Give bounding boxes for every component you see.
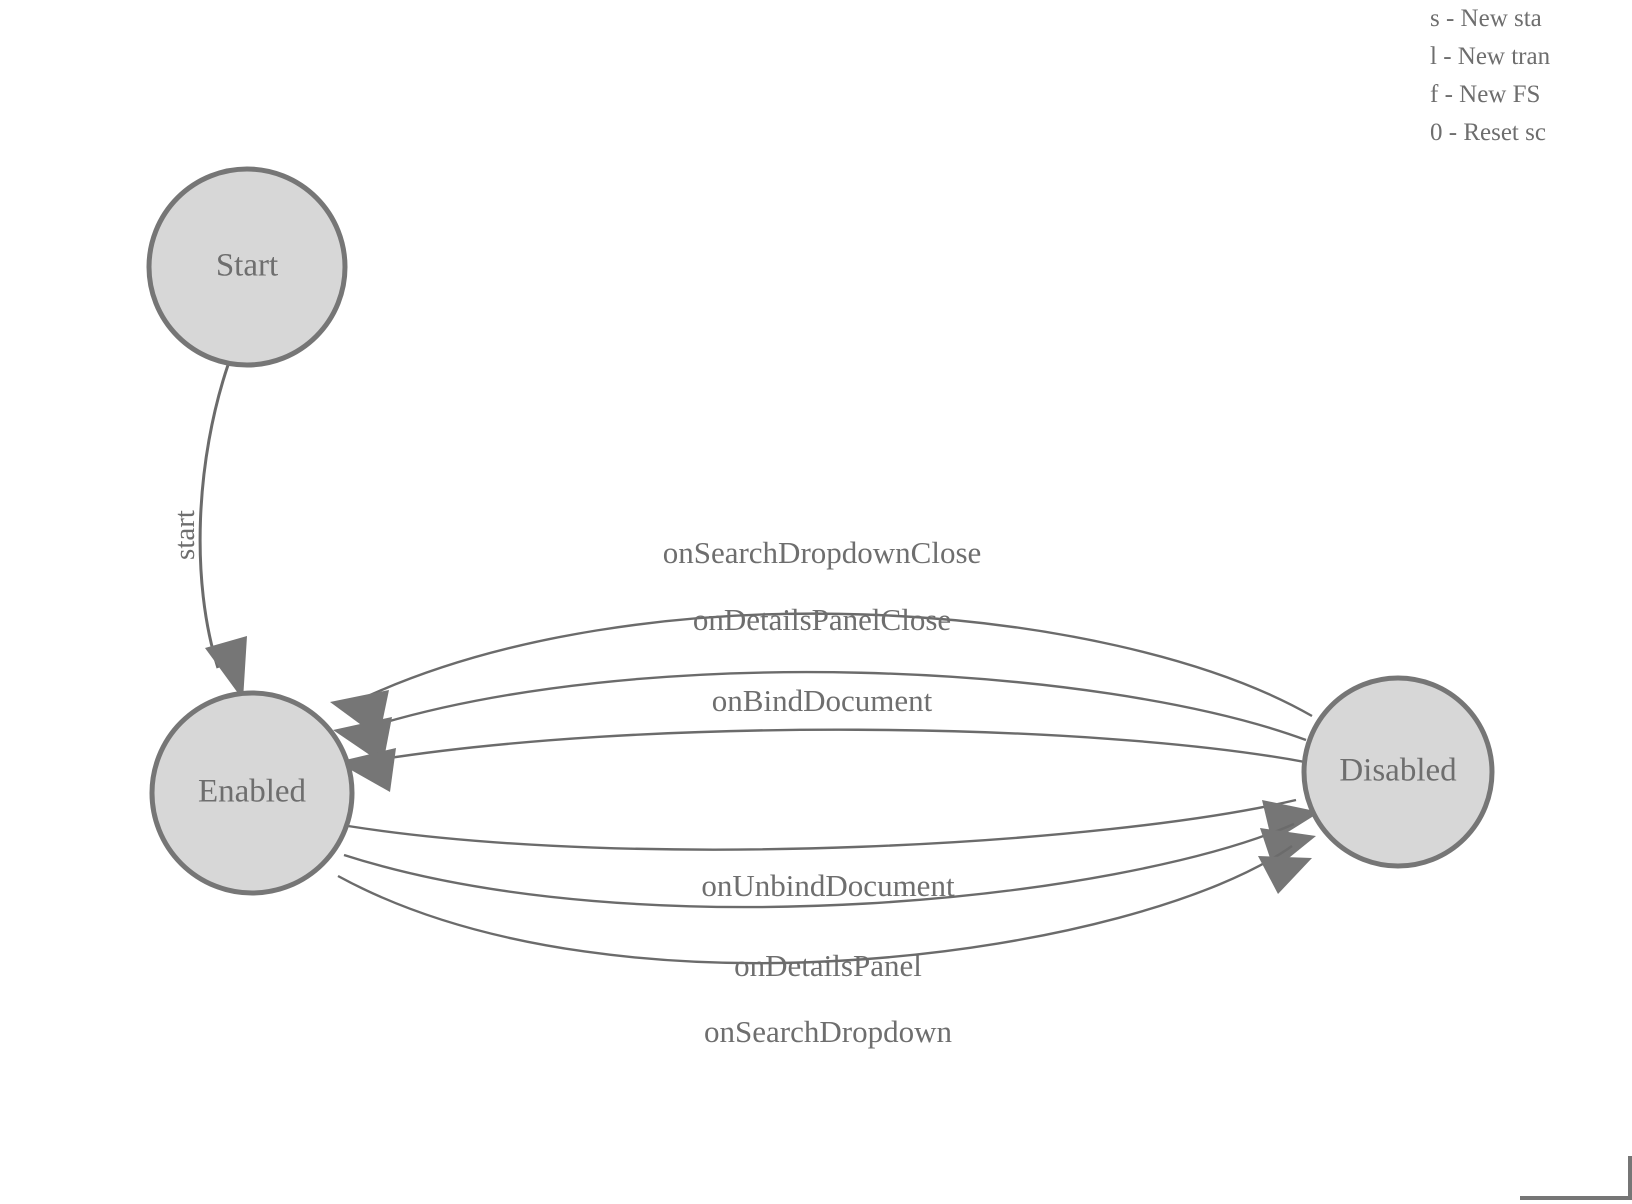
state-node-disabled-label: Disabled [1339,753,1457,789]
transition-onsearchdropdownclose[interactable]: onSearchDropdownClose [330,535,1313,738]
transition-onsearchdropdown-label: onSearchDropdown [704,1014,952,1049]
state-node-start-label: Start [216,248,278,284]
transition-onbinddocument-label: onBindDocument [712,683,933,718]
transition-onsearchdropdownclose-label: onSearchDropdownClose [663,535,982,570]
transition-start-label: start [169,510,201,560]
transition-onsearchdropdown-arrowhead [1258,856,1312,894]
transition-ondetailspanel-path [343,822,1295,909]
state-node-enabled-circle[interactable] [149,690,355,896]
transition-ondetailspanelclose-arrowhead [333,717,392,764]
transition-onunbinddocument-label: onUnbindDocument [701,868,955,903]
transition-onsearchdropdown-path [337,845,1293,965]
transition-onsearchdropdown[interactable]: onSearchDropdown [337,845,1312,1049]
transition-start[interactable]: start [169,364,247,700]
transition-onbinddocument-arrowhead [337,748,396,792]
transition-onsearchdropdownclose-path [354,612,1313,718]
canvas-bottom-edge-rule [1520,1196,1632,1200]
transition-ondetailspanelclose-path [359,670,1307,742]
state-node-disabled[interactable]: Disabled [1301,675,1495,869]
state-node-disabled-circle[interactable] [1301,675,1495,869]
transition-onunbinddocument-path [347,798,1297,851]
state-node-enabled[interactable]: Enabled [149,690,355,896]
canvas-right-edge-rule [1628,1156,1632,1200]
state-node-start-circle[interactable] [146,166,348,368]
transition-onunbinddocument[interactable]: onUnbindDocument [347,798,1320,903]
state-node-start[interactable]: Start [146,166,348,368]
transition-ondetailspanel[interactable]: onDetailsPanel [343,822,1316,983]
transition-onbinddocument[interactable]: onBindDocument [337,683,1306,792]
transition-start-path [198,364,230,669]
transition-start-arrowhead [205,636,247,700]
transition-ondetailspanel-label: onDetailsPanel [734,948,922,983]
transition-ondetailspanelclose-label: onDetailsPanelClose [693,602,951,637]
transition-onbinddocument-path [363,728,1306,764]
state-node-enabled-label: Enabled [198,774,307,810]
transition-ondetailspanelclose[interactable]: onDetailsPanelClose [333,602,1307,764]
